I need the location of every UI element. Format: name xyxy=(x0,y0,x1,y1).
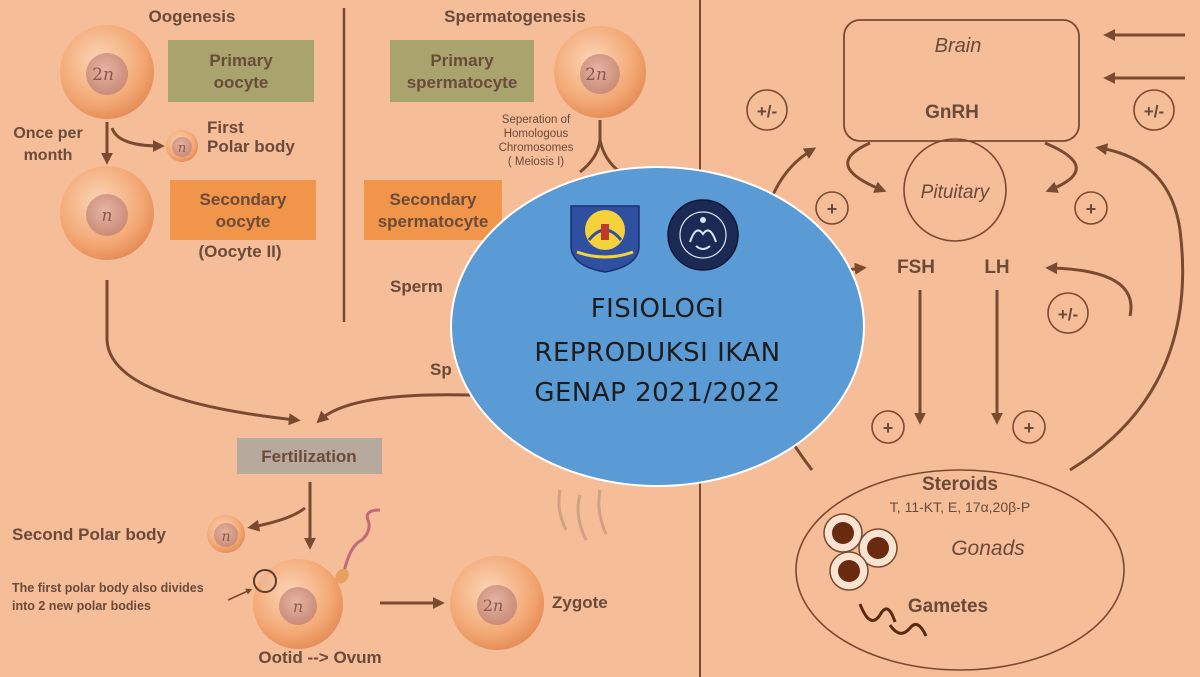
svg-text:spermatocyte: spermatocyte xyxy=(378,212,489,231)
svg-text:+/-: +/- xyxy=(1144,102,1164,121)
title-ellipse: FISIOLOGI REPRODUKSI IKAN GENAP 2021/202… xyxy=(450,166,865,487)
plus-minus-badge-lower: +/- xyxy=(1047,292,1089,334)
plus-badge-right: + xyxy=(1074,191,1108,225)
pituitary-circle: Pituitary xyxy=(903,138,1007,242)
split-line-left xyxy=(579,120,602,174)
primary-spermatocyte-label: Primary spermatocyte xyxy=(390,40,534,102)
svg-text:2n: 2n xyxy=(483,596,504,615)
svg-text:Secondary: Secondary xyxy=(200,190,287,209)
brain-box: Brain GnRH xyxy=(843,19,1080,142)
sperm-partial-label: Sp xyxy=(430,360,452,379)
svg-text:GnRH: GnRH xyxy=(925,102,979,123)
svg-text:n: n xyxy=(102,206,113,226)
lh-label: LH xyxy=(984,257,1009,278)
secondary-spermatocyte-label: Secondary spermatocyte xyxy=(364,180,502,240)
separation-line3: Chromosomes xyxy=(499,142,574,154)
svg-text:+: + xyxy=(883,418,894,438)
plus-badge-fsh: + xyxy=(871,410,905,444)
first-polar-body-label2: Polar body xyxy=(207,137,295,156)
svg-text:2n: 2n xyxy=(92,65,114,85)
svg-text:+: + xyxy=(1086,199,1097,219)
title-line-1: FISIOLOGI xyxy=(590,294,725,324)
zygote-cell: 2n xyxy=(450,556,544,650)
svg-text:Secondary: Secondary xyxy=(390,190,477,209)
svg-text:+: + xyxy=(1024,418,1035,438)
title-line-2: REPRODUKSI IKAN xyxy=(534,338,781,368)
steroid-list-label: T, 11-KT, E, 17α,20β-P xyxy=(890,499,1030,515)
zygote-label: Zygote xyxy=(552,593,608,612)
separation-line1: Seperation of xyxy=(502,114,571,126)
gonads-ellipse xyxy=(795,469,1125,671)
separation-line4: ( Meiosis I) xyxy=(508,156,564,168)
feedback-arrow-lh xyxy=(1045,262,1133,317)
gonads-label: Gonads xyxy=(951,537,1025,560)
once-per-month-line2: month xyxy=(24,147,73,164)
fertilization-label: Fertilization xyxy=(237,438,382,474)
svg-text:spermatocyte: spermatocyte xyxy=(407,73,518,92)
primary-oocyte-label: Primary oocyte xyxy=(168,40,314,102)
svg-text:oocyte: oocyte xyxy=(214,73,269,92)
svg-text:Brain: Brain xyxy=(935,35,982,57)
spermatogenesis-heading: Spermatogenesis xyxy=(444,7,586,26)
second-polar-body-label: Second Polar body xyxy=(12,525,167,544)
svg-text:Primary: Primary xyxy=(209,51,273,70)
arrow-sperm-to-fertilization xyxy=(316,393,471,424)
oocyte-ii-label: (Oocyte II) xyxy=(198,242,281,261)
steroids-label: Steroids xyxy=(922,474,998,495)
ootid-cell: n xyxy=(253,559,343,649)
split-line-right xyxy=(598,139,621,174)
fsh-label: FSH xyxy=(897,257,935,278)
svg-text:n: n xyxy=(221,529,230,545)
plus-minus-badge-right: +/- xyxy=(1133,89,1175,131)
sperm-gametes-icon xyxy=(858,603,928,637)
plus-badge-left: + xyxy=(815,191,849,225)
sperm-icon xyxy=(335,508,381,584)
svg-text:2n: 2n xyxy=(585,65,607,85)
svg-text:Fertilization: Fertilization xyxy=(261,447,356,466)
oogenesis-heading: Oogenesis xyxy=(149,7,236,26)
gamete-cells-icon xyxy=(823,513,898,591)
first-polar-body-cell: n xyxy=(166,130,198,162)
title-line-3: GENAP 2021/2022 xyxy=(534,378,781,408)
secondary-oocyte-label: Secondary oocyte xyxy=(170,180,316,240)
plus-badge-lh: + xyxy=(1012,410,1046,444)
arrow-gnrh-right xyxy=(1044,141,1078,193)
svg-text:Pituitary: Pituitary xyxy=(921,182,991,203)
arrow-to-first-polar-body xyxy=(110,127,165,152)
university-lampung-logo xyxy=(570,205,640,273)
svg-text:n: n xyxy=(178,141,186,156)
separation-line2: Homologous xyxy=(504,128,569,140)
budidaya-perairan-unila-logo xyxy=(667,199,739,271)
arrow-gnrh-left xyxy=(846,141,887,193)
once-per-month-line1: Once per xyxy=(13,125,82,142)
ootid-ovum-label: Ootid --> Ovum xyxy=(258,648,381,667)
arrow-to-second-polar-body xyxy=(247,506,306,532)
polar-note-line2: into 2 new polar bodies xyxy=(12,599,151,613)
svg-text:Primary: Primary xyxy=(430,51,494,70)
svg-text:+: + xyxy=(827,199,838,219)
svg-text:+/-: +/- xyxy=(1058,305,1078,324)
second-polar-body-cell: n xyxy=(207,515,245,553)
spermatid-partial-label: Sperm xyxy=(390,277,443,296)
svg-text:+/-: +/- xyxy=(757,102,777,121)
arrow-polar-note xyxy=(227,588,253,601)
arrow-oocyte-to-fertilization xyxy=(105,280,301,426)
sperm-tails-decor xyxy=(557,489,608,541)
gametes-label: Gametes xyxy=(908,596,988,617)
polar-note-line1: The first polar body also divides xyxy=(12,581,204,595)
primary-oocyte-cell: 2n xyxy=(60,25,154,119)
secondary-oocyte-cell: n xyxy=(60,166,154,260)
svg-text:n: n xyxy=(293,597,303,616)
primary-spermatocyte-cell: 2n xyxy=(554,26,646,118)
feedback-arrow-right xyxy=(1069,143,1185,472)
first-polar-body-label1: First xyxy=(207,118,244,137)
svg-text:oocyte: oocyte xyxy=(216,212,271,231)
plus-minus-badge-left: +/- xyxy=(746,89,788,131)
